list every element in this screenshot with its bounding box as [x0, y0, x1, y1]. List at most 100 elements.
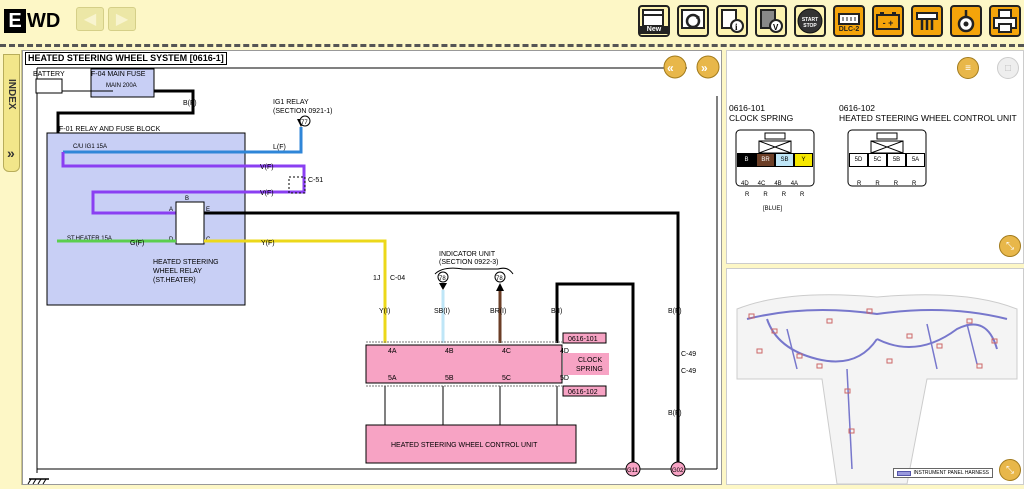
control-unit-box — [365, 424, 577, 464]
expand-connector-button[interactable]: ⤡ — [999, 235, 1021, 257]
diagram-canvas: BATTERY F-04 MAIN FUSE MAIN 200A B(F) F-… — [27, 55, 720, 485]
dlc-connector-icon — [838, 13, 860, 25]
connector-1-color: [BLUE] — [763, 206, 783, 212]
conn-0616-102-label: 0616-102 — [568, 389, 598, 396]
svg-text:i: i — [735, 22, 738, 32]
connector-panel: ≡ □ 0616-101 CLOCK SPRING B BR SB Y 4D 4… — [726, 50, 1024, 264]
conn-0616-102-tag[interactable] — [562, 385, 607, 397]
clock-spring-label-2: SPRING — [576, 366, 603, 373]
battery-button[interactable]: - + — [872, 5, 904, 37]
info-button[interactable]: i — [716, 5, 748, 37]
conn-0616-101-tag[interactable] — [562, 332, 607, 344]
c1-r-2: R — [763, 192, 768, 198]
ewd-logo: E WD — [4, 8, 60, 34]
wiring-diagram: BATTERY F-04 MAIN FUSE MAIN 200A B(F) F-… — [22, 50, 722, 485]
prev-page-button[interactable]: « — [663, 55, 687, 79]
ground-g11-label: G11 — [627, 468, 639, 474]
pin-5b: 5B — [445, 375, 454, 382]
connector-1-name: CLOCK SPRING — [729, 113, 794, 123]
new-button[interactable]: New — [638, 5, 670, 37]
ground-button[interactable] — [950, 5, 982, 37]
harness-icon — [916, 12, 938, 30]
relay-pin-e: E — [206, 207, 210, 213]
c1-cell-sb: SB — [775, 153, 794, 167]
c1-pin-4d: 4D — [741, 181, 749, 187]
c1-cell-br: BR — [756, 153, 775, 167]
refresh-icon — [681, 9, 705, 29]
next-page-button[interactable]: » — [696, 55, 720, 79]
dlc2-button[interactable]: DLC-2 — [833, 5, 865, 37]
connector-1-id: 0616-101 — [729, 103, 765, 113]
harness-button[interactable] — [911, 5, 943, 37]
ground-g02-label: G02 — [672, 468, 684, 474]
ground-g11[interactable] — [625, 461, 641, 477]
c2-cell-5d: 5D — [849, 153, 868, 167]
c2-r-4: R — [912, 181, 917, 187]
new-button-label: New — [640, 26, 668, 34]
ground-g02[interactable] — [670, 461, 686, 477]
ig1-ref-number: 77 — [301, 120, 308, 126]
connector-2-id: 0616-102 — [839, 103, 875, 113]
start-stop-label: START STOP — [801, 17, 819, 29]
logo-text: WD — [27, 9, 61, 32]
c1-pin-4b: 4B — [774, 181, 782, 187]
indicator-ref-2: 78 — [496, 276, 503, 282]
print-button[interactable] — [989, 5, 1021, 37]
clock-spring-box — [365, 344, 563, 384]
relay-pin-a: A — [169, 207, 173, 213]
relay-block-label: F-01 RELAY AND FUSE BLOCK — [59, 126, 161, 133]
toolbar-divider — [0, 44, 1024, 48]
c1-cell-b: B — [737, 153, 756, 167]
wire-label-vf-1: V(F) — [260, 164, 274, 171]
list-icon: ≡ — [965, 62, 971, 74]
connector-c51-label: C-51 — [308, 177, 323, 184]
battery-label: - + — [882, 18, 894, 28]
expand-location-button[interactable]: ⤡ — [999, 459, 1021, 481]
start-stop-button[interactable]: START STOP — [794, 5, 826, 37]
connector-1-rs: R R R R — [745, 192, 804, 198]
connector-2-name: HEATED STEERING WHEEL CONTROL UNIT — [839, 113, 1017, 123]
refresh-button[interactable] — [677, 5, 709, 37]
wire-label-yi: Y(I) — [379, 308, 390, 315]
connector-2-cells: 5D 5C 5B 5A — [849, 153, 925, 167]
indicator-section-label: (SECTION 0922-3) — [439, 259, 499, 266]
disabled-view-button[interactable]: □ — [997, 57, 1019, 79]
new-window-icon — [642, 9, 664, 27]
wire-label-yf: Y(F) — [261, 240, 275, 247]
expand-icon: ⤡ — [1006, 464, 1014, 476]
indicator-unit-label: INDICATOR UNIT — [439, 251, 496, 258]
back-button[interactable]: ◀ — [76, 7, 104, 31]
wire-label-vf-2: V(F) — [260, 190, 274, 197]
voltage-button[interactable]: V — [755, 5, 787, 37]
wire-label-lf: L(F) — [273, 144, 286, 151]
voltage-document-icon: V — [760, 9, 783, 33]
connector-1-cells: B BR SB Y — [737, 153, 813, 167]
ig1-relay-label: IG1 RELAY — [273, 99, 309, 106]
pin-5d: 5D — [560, 375, 569, 382]
battery-label: BATTERY — [33, 71, 65, 78]
heated-steering-relay — [175, 201, 205, 245]
wire-label-bf-1: B(F) — [183, 100, 197, 107]
forward-button[interactable]: ▶ — [108, 7, 136, 31]
left-sidebar: INDEX » — [0, 50, 22, 485]
pin-5a: 5A — [388, 375, 397, 382]
list-button[interactable]: ≡ — [957, 57, 979, 79]
connector-2-rs: R R R R — [857, 181, 916, 187]
c1-cell-y: Y — [794, 153, 813, 167]
document-info-icon: i — [721, 9, 744, 33]
c1-r-4: R — [800, 192, 805, 198]
c2-cell-5b: 5B — [887, 153, 906, 167]
battery-icon — [876, 12, 900, 30]
svg-text:V: V — [773, 23, 779, 32]
index-label: INDEX — [6, 79, 17, 110]
c2-r-3: R — [893, 181, 899, 187]
logo-letter: E — [4, 9, 26, 33]
main-fuse-label: F-04 MAIN FUSE — [91, 71, 146, 78]
relay-name-3: (ST.HEATER) — [153, 277, 196, 284]
harness-legend: INSTRUMENT PANEL HARNESS — [892, 468, 993, 478]
pin-4b: 4B — [445, 348, 454, 355]
c1-r-1: R — [745, 192, 750, 198]
index-tab[interactable]: INDEX » — [3, 54, 20, 172]
right-panel: ≡ □ 0616-101 CLOCK SPRING B BR SB Y 4D 4… — [726, 50, 1024, 485]
chassis-ground-icon — [27, 478, 49, 485]
